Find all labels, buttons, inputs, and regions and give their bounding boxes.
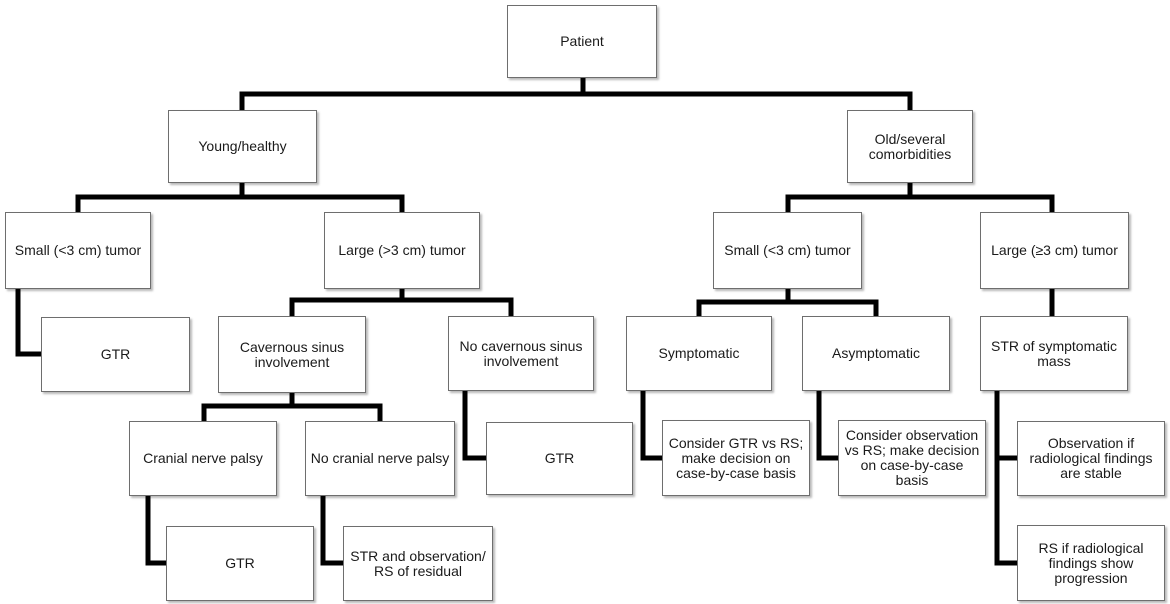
- node-label: Consider observation vs RS; make decisio…: [844, 427, 980, 488]
- node-label: RS if radiological findings show progres…: [1038, 539, 1144, 586]
- node-old-comorbidities: Old/several comorbidities: [847, 110, 973, 183]
- node-label: Consider GTR vs RS; make decision on cas…: [668, 434, 804, 481]
- node-label: GTR: [100, 346, 131, 362]
- node-label: STR and observation/ RS of residual: [350, 547, 486, 579]
- node-label: GTR: [544, 450, 575, 466]
- node-cranial-palsy-gtr: GTR: [166, 526, 314, 601]
- node-label: Small (<3 cm) tumor: [14, 242, 142, 258]
- node-young-small-tumor: Small (<3 cm) tumor: [5, 212, 151, 289]
- node-str-symptomatic-mass: STR of symptomatic mass: [980, 316, 1128, 391]
- node-asymptomatic: Asymptomatic: [802, 316, 950, 391]
- node-observation-stable: Observation if radiological findings are…: [1017, 421, 1165, 496]
- node-cranial-nerve-palsy: Cranial nerve palsy: [129, 421, 277, 496]
- node-label: Observation if radiological findings are…: [1029, 435, 1153, 481]
- node-label: STR of symptomatic mass: [990, 337, 1118, 369]
- node-label: GTR: [225, 555, 255, 571]
- node-str-observation: STR and observation/ RS of residual: [343, 526, 493, 601]
- node-old-large-tumor: Large (≥3 cm) tumor: [980, 212, 1129, 289]
- node-old-small-tumor: Small (<3 cm) tumor: [713, 212, 862, 289]
- node-label: Old/several comorbidities: [868, 130, 952, 162]
- node-label: Cranial nerve palsy: [143, 450, 263, 466]
- node-label: No cranial nerve palsy: [310, 450, 450, 466]
- node-label: Young/healthy: [198, 138, 287, 154]
- node-label: Large (>3 cm) tumor: [338, 242, 466, 258]
- node-cavernous-sinus: Cavernous sinus involvement: [218, 316, 366, 393]
- node-no-cavernous-sinus: No cavernous sinus involvement: [448, 316, 594, 391]
- node-symptomatic: Symptomatic: [626, 316, 772, 391]
- node-consider-observation-rs: Consider observation vs RS; make decisio…: [838, 420, 986, 496]
- node-no-cranial-nerve-palsy: No cranial nerve palsy: [305, 421, 455, 496]
- node-label: Asymptomatic: [832, 345, 920, 361]
- node-label: Cavernous sinus involvement: [239, 338, 345, 370]
- node-label: No cavernous sinus involvement: [459, 337, 583, 369]
- node-young-healthy: Young/healthy: [168, 110, 317, 183]
- node-label: Symptomatic: [658, 345, 740, 361]
- node-patient: Patient: [507, 5, 657, 78]
- node-consider-gtr-rs: Consider GTR vs RS; make decision on cas…: [662, 420, 810, 496]
- node-young-small-gtr: GTR: [41, 317, 190, 392]
- node-no-cavernous-gtr: GTR: [486, 422, 633, 495]
- node-label: Small (<3 cm) tumor: [724, 242, 851, 258]
- node-label: Large (≥3 cm) tumor: [991, 242, 1118, 258]
- node-young-large-tumor: Large (>3 cm) tumor: [324, 212, 480, 289]
- node-rs-progression: RS if radiological findings show progres…: [1017, 525, 1165, 601]
- node-label: Patient: [560, 33, 604, 49]
